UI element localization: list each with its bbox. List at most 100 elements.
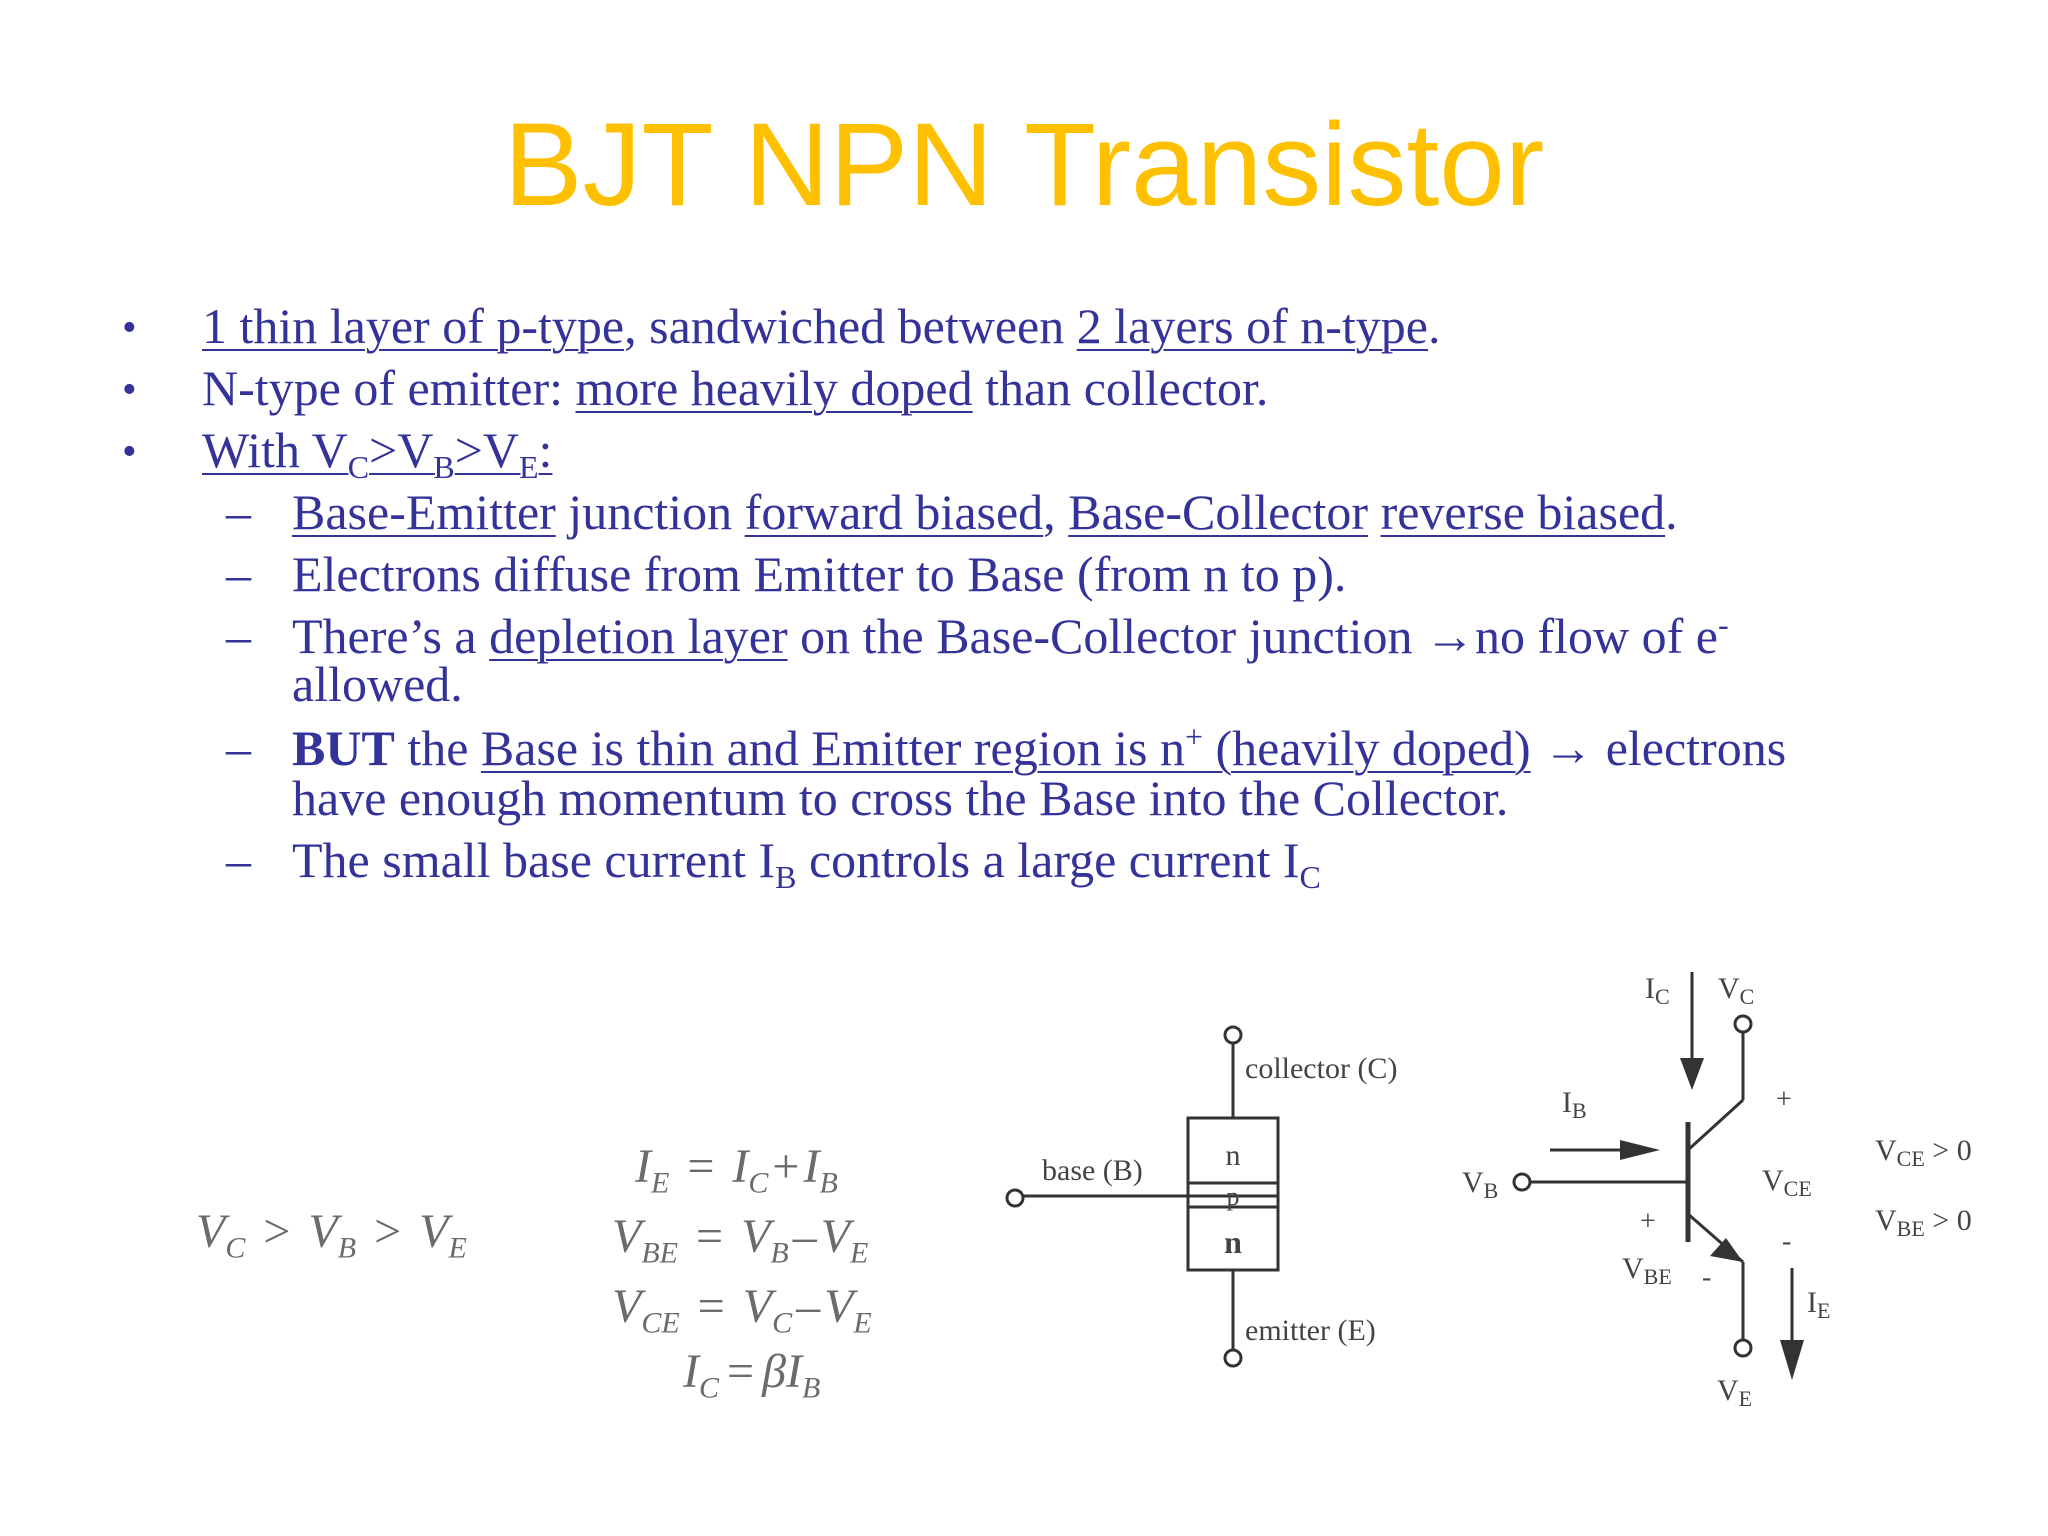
sub-5-sub-c: C xyxy=(1299,859,1321,895)
sub-4-underlined: Base is thin and Emitter region is n+ (h… xyxy=(481,720,1531,776)
collector-terminal xyxy=(1223,1025,1243,1045)
vce-minus: - xyxy=(1782,1226,1791,1257)
cond2-sub: BE xyxy=(1897,1216,1925,1241)
bullet-3-sub-c: C xyxy=(347,449,370,485)
ineq-gt-2: > xyxy=(374,1205,402,1258)
vc-sub: C xyxy=(1740,984,1755,1009)
ib-main: I xyxy=(1562,1086,1572,1119)
bullet-3-gt-1: >V xyxy=(369,422,434,478)
bullet-3-sub-e: E xyxy=(519,449,539,485)
eq1-equals: = xyxy=(687,1140,715,1193)
ib-label: IB xyxy=(1562,1086,1587,1123)
eq1-r1: I xyxy=(732,1140,749,1193)
bullet-1-underlined-c: 2 layers of n-type xyxy=(1076,298,1429,354)
eq3-lhs-sub: CE xyxy=(641,1306,680,1340)
bullet-1-text-b: , sandwiched between xyxy=(624,298,1077,354)
vc-main: V xyxy=(1718,972,1740,1005)
dash-marker: – xyxy=(226,546,251,602)
vbe-condition: VBE > 0 xyxy=(1875,1204,1972,1241)
arrow-heads xyxy=(1620,1058,1804,1380)
sub-1-comma: , xyxy=(1043,484,1069,540)
eq2-r2: V xyxy=(820,1210,851,1263)
dash-marker: – xyxy=(226,484,251,540)
layer-n-top: n xyxy=(1226,1139,1241,1172)
sub-bullet-4-continuation: have enough momentum to cross the Base i… xyxy=(292,770,1509,826)
vbe-label: VBE xyxy=(1622,1252,1672,1289)
eq2-equals: = xyxy=(695,1210,724,1263)
eq4-lhs-sub: C xyxy=(698,1371,719,1405)
bullet-3-sub-b: B xyxy=(433,449,455,485)
eq4-equals: = xyxy=(727,1345,755,1398)
layer-p: p xyxy=(1227,1182,1240,1211)
vbe-minus: - xyxy=(1702,1262,1711,1293)
sub-bullet-1: Base-Emitter junction forward biased, Ba… xyxy=(292,486,1678,538)
eq1-r1-sub: C xyxy=(748,1166,769,1200)
eq3-r1-sub: C xyxy=(772,1306,793,1340)
ve-label: VE xyxy=(1717,1374,1752,1411)
bullet-2-text-a: N-type of emitter: xyxy=(202,360,576,416)
ic-main: I xyxy=(1645,972,1655,1005)
sub-1-base-collector: Base-Collector xyxy=(1068,484,1369,540)
sub-4-heavily-doped: (heavily doped) xyxy=(1203,720,1531,776)
bullet-marker: • xyxy=(122,429,137,475)
sub-bullet-5: The small base current IB controls a lar… xyxy=(292,832,1321,893)
bullet-2-text-c: than collector. xyxy=(972,360,1269,416)
ib-arrow-head xyxy=(1620,1140,1660,1160)
base-label: base (B) xyxy=(1042,1154,1143,1187)
vb-main: V xyxy=(1462,1166,1484,1199)
ic-arrow-head xyxy=(1680,1058,1704,1090)
eq1-lhs: I xyxy=(635,1140,651,1193)
ve-sub: E xyxy=(1739,1386,1752,1411)
bjt-symbol xyxy=(1512,972,1794,1358)
layer-diagram xyxy=(1005,1025,1280,1368)
ie-main: I xyxy=(1807,1286,1817,1319)
vb-terminal xyxy=(1512,1172,1532,1192)
sub-4-the: the xyxy=(394,720,481,776)
eq3-op: – xyxy=(796,1280,821,1333)
eq3-lhs: V xyxy=(612,1280,642,1333)
eq1-lhs-sub: E xyxy=(650,1166,670,1200)
eq1-r2: I xyxy=(803,1140,820,1193)
sub-3-depletion-layer: depletion layer xyxy=(489,608,788,664)
eq4-r1-sub: B xyxy=(801,1371,821,1405)
sub-1-forward-biased: forward biased xyxy=(744,484,1044,540)
vc-terminal xyxy=(1733,1014,1753,1034)
right-arrow-icon: → xyxy=(1543,720,1594,776)
ic-label: IC xyxy=(1645,972,1670,1009)
sub-4-superscript: + xyxy=(1184,718,1204,755)
collector-label: collector (C) xyxy=(1245,1052,1397,1085)
sub-5-text-a: The small base current I xyxy=(292,832,776,888)
ineq-gt-1: > xyxy=(263,1205,291,1258)
sub-bullet-3-continuation: allowed. xyxy=(292,656,463,712)
sub-5-sub-b: B xyxy=(775,859,797,895)
ineq-sub-b: B xyxy=(337,1231,357,1265)
bullet-3-gt-2: >V xyxy=(454,422,519,478)
bullet-1-underlined-a: 1 thin layer of p-type xyxy=(202,298,625,354)
eq2-lhs-sub: BE xyxy=(641,1236,678,1270)
vce-condition: VCE > 0 xyxy=(1875,1134,1972,1171)
dash-marker: – xyxy=(226,832,251,888)
bullet-marker: • xyxy=(122,305,137,351)
sub-bullet-4: BUT the Base is thin and Emitter region … xyxy=(292,720,1786,776)
vb-label: VB xyxy=(1462,1166,1498,1203)
bullet-3-with-v: With V xyxy=(202,422,348,478)
bullet-3-colon: : xyxy=(538,422,553,478)
emitter-terminal xyxy=(1223,1348,1243,1368)
sub-1-base-emitter: Base-Emitter xyxy=(292,484,556,540)
eq3-equals: = xyxy=(697,1280,725,1333)
bullet-item-3: With VC>VB>VE: xyxy=(202,422,553,483)
bullet-1-text-d: . xyxy=(1428,298,1441,354)
ie-arrow-head xyxy=(1780,1340,1804,1380)
dash-marker: – xyxy=(226,720,251,776)
ineq-v3: V xyxy=(419,1205,449,1258)
ve-main: V xyxy=(1717,1374,1739,1407)
cond1-rest: > 0 xyxy=(1925,1134,1972,1167)
eq3-r2-sub: E xyxy=(853,1306,872,1340)
bullet-item-1: 1 thin layer of p-type, sandwiched betwe… xyxy=(202,300,1441,352)
emitter-arrow-head xyxy=(1710,1238,1743,1262)
vce-main: V xyxy=(1762,1164,1784,1197)
vce-label: VCE xyxy=(1762,1164,1812,1201)
vb-sub: B xyxy=(1484,1178,1499,1203)
sub-3-superscript: - xyxy=(1717,606,1729,643)
